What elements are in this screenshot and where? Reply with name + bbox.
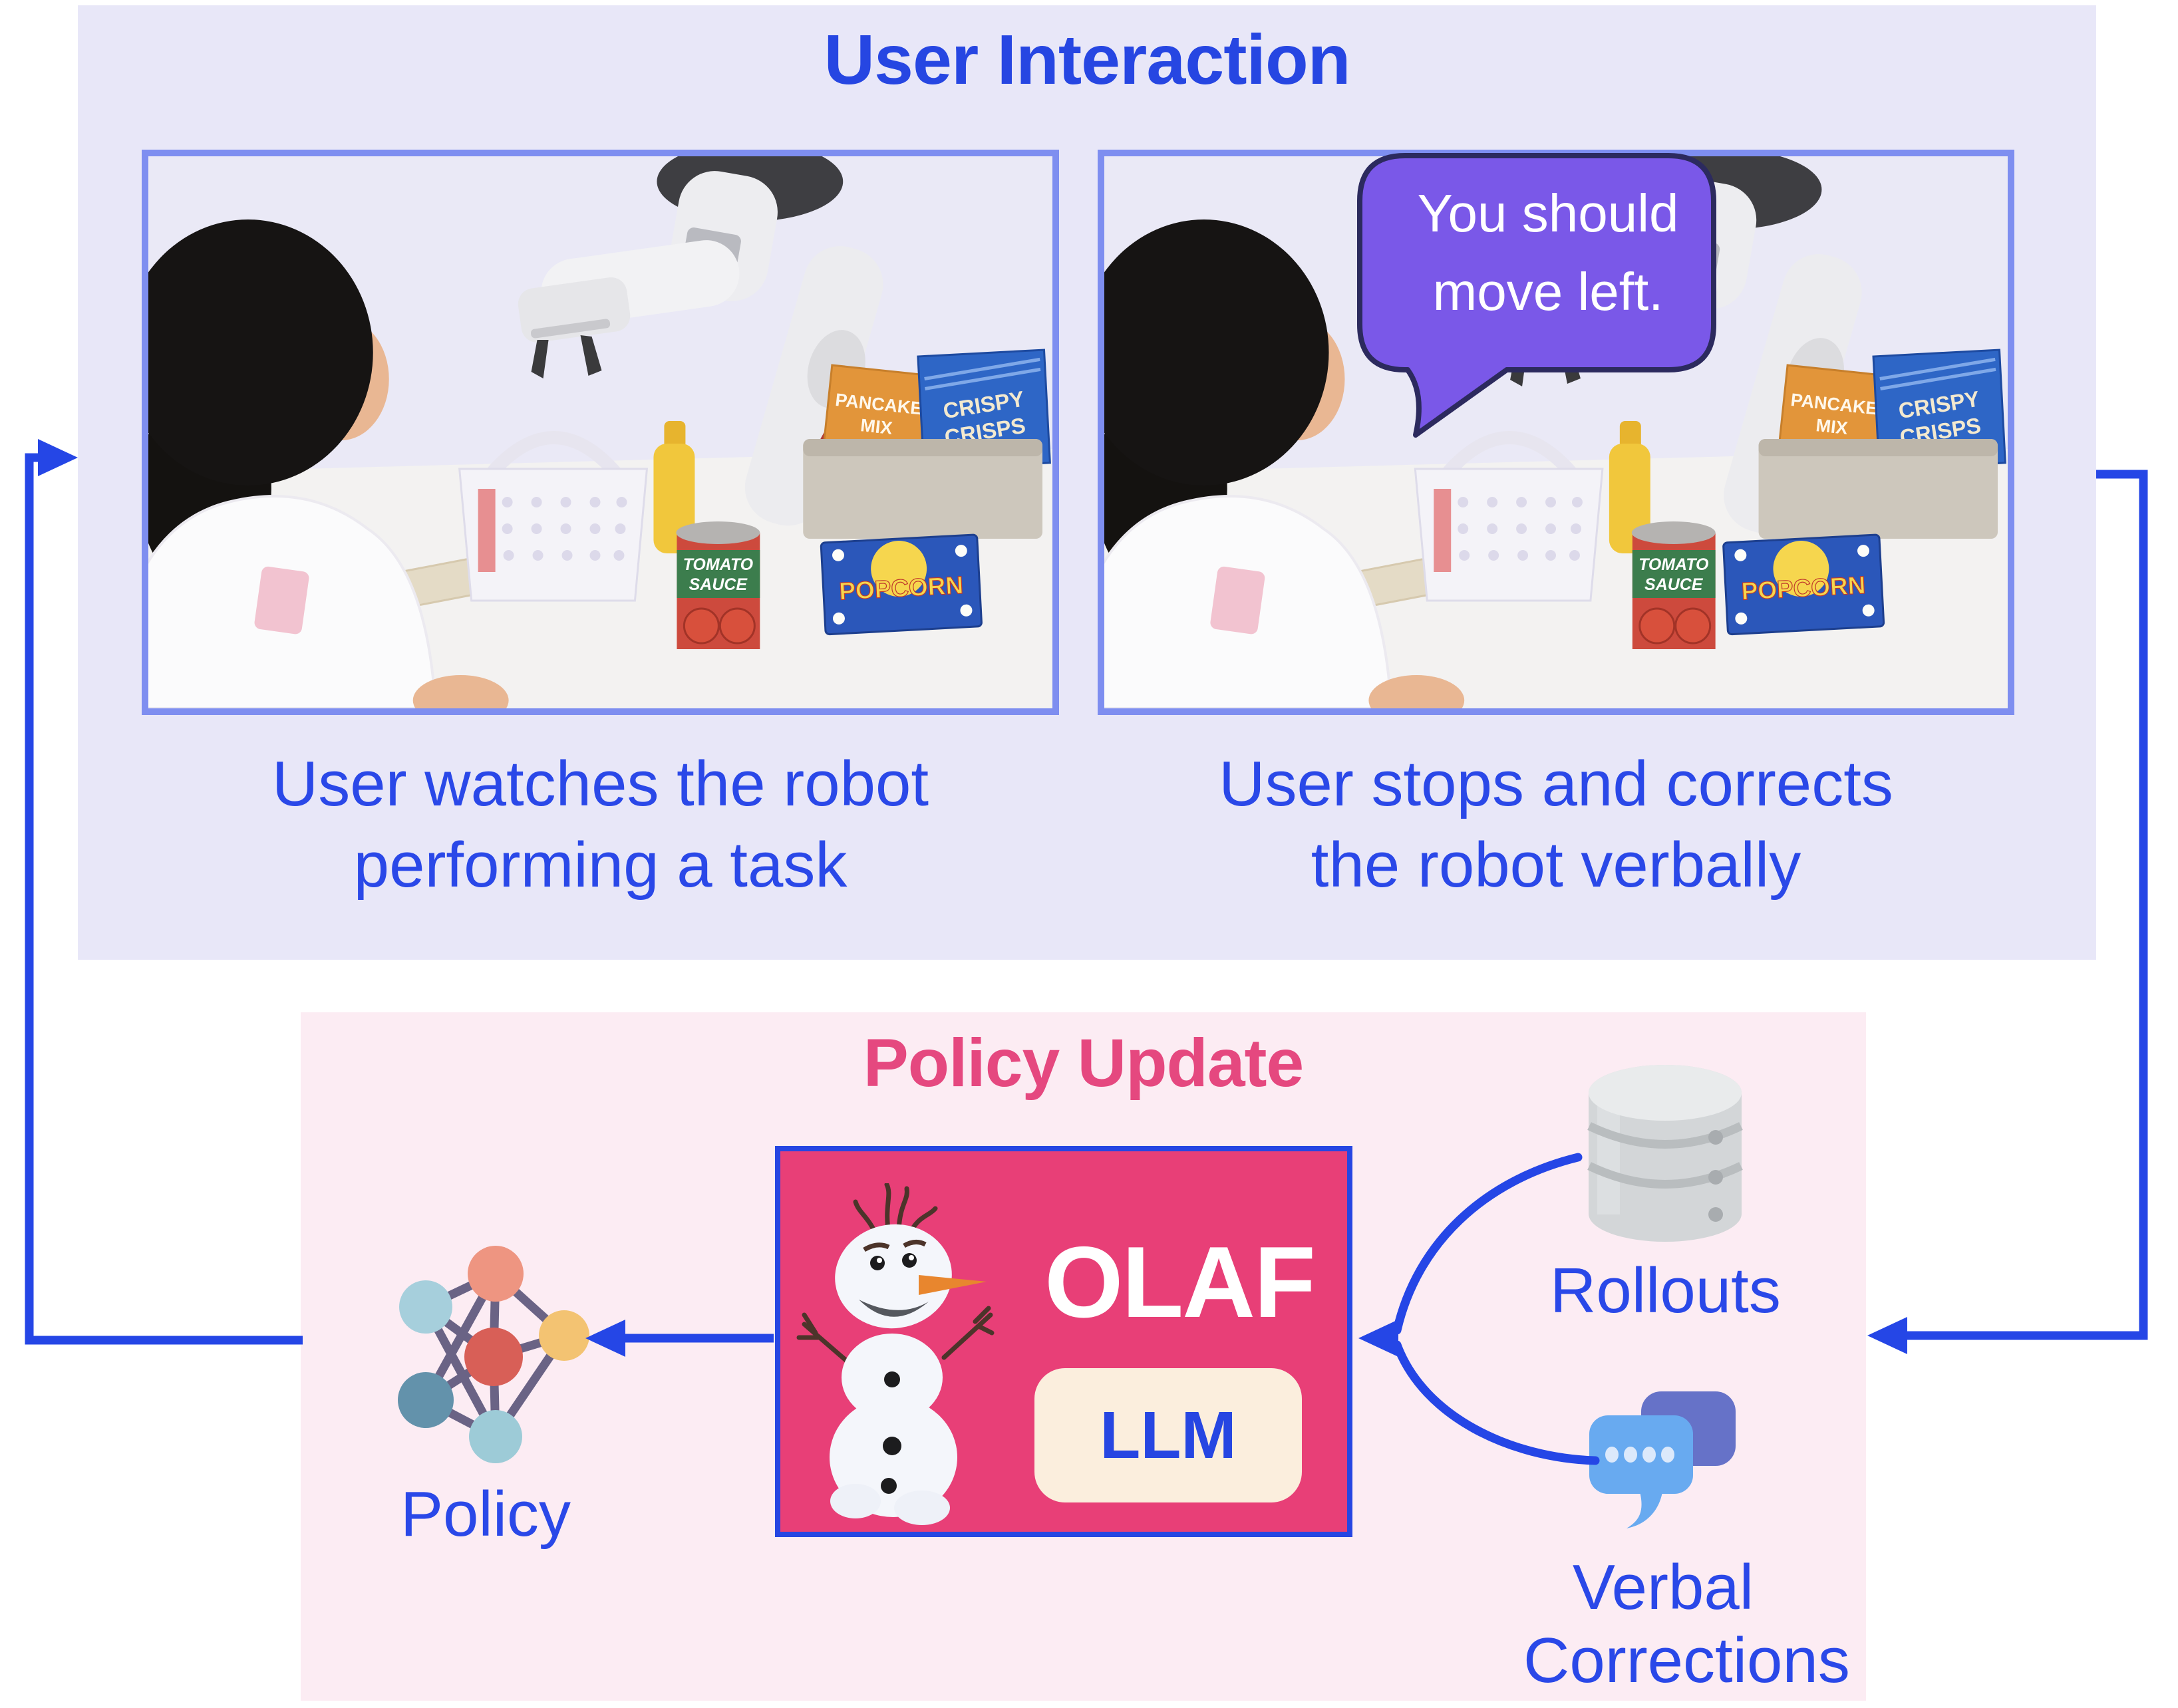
photo-user-watches-robot: PANCAKE MIX CRISPY CRISPS TOMATO SAUCE [142,150,1059,715]
svg-text:POPCORN: POPCORN [1741,571,1867,605]
mustard-bottle [653,421,695,553]
verbal-label-line: Verbal [1572,1552,1754,1623]
tomato-sauce-can: TOMATO SAUCE [676,521,760,649]
plastic-basket [1414,431,1604,602]
speech-bubble-line: move left. [1432,262,1664,321]
caption-line: the robot verbally [1311,829,1801,901]
policy-update-title: Policy Update [863,1025,1305,1101]
policy-label: Policy [400,1479,571,1550]
olaf-character-illustration [796,1183,995,1525]
rollouts-label: Rollouts [1550,1255,1781,1326]
mustard-bottle [1609,421,1650,553]
plastic-basket [458,431,649,602]
fabric-bin [803,439,1043,539]
tomato-sauce-can: TOMATO SAUCE [1631,521,1716,649]
caption-line: User stops and corrects [1219,748,1893,819]
verbal-corrections-chat-icon [1589,1391,1736,1528]
popcorn-box: POPCORN [1722,533,1885,636]
speech-bubble [1357,153,1716,438]
caption-line: User watches the robot [271,748,929,819]
svg-text:POPCORN: POPCORN [838,571,964,605]
olaf-title: OLAF [1044,1226,1316,1339]
verbal-corrections-label: Verbal Corrections [1523,1551,1850,1697]
olaf-box: OLAF LLM [775,1146,1352,1537]
svg-text:MIX: MIX [1815,415,1849,438]
robot-scene-illustration: PANCAKE MIX CRISPY CRISPS TOMATO SAUCE [148,156,1052,708]
policy-network-icon [398,1246,589,1463]
verbal-label-line: Corrections [1523,1625,1850,1696]
caption-left-photo: User watches the robot performing a task [142,744,1059,906]
user-interaction-title: User Interaction [824,21,1350,99]
svg-text:TOMATO: TOMATO [683,555,754,574]
popcorn-box: POPCORN [820,533,983,636]
speech-bubble-line: You should [1417,184,1679,243]
svg-text:MIX: MIX [859,415,893,438]
fabric-bin [1758,439,1998,539]
svg-text:SAUCE: SAUCE [689,575,748,594]
svg-text:SAUCE: SAUCE [1644,575,1704,594]
caption-right-photo: User stops and corrects the robot verbal… [1098,744,2014,906]
speech-bubble-text: You should move left. [1368,174,1728,331]
llm-label: LLM [1100,1397,1237,1473]
caption-line: performing a task [353,829,848,901]
svg-text:TOMATO: TOMATO [1638,555,1708,574]
llm-chip: LLM [1034,1368,1302,1502]
person-user [1104,219,1465,708]
rollouts-database-icon [1587,1065,1743,1242]
